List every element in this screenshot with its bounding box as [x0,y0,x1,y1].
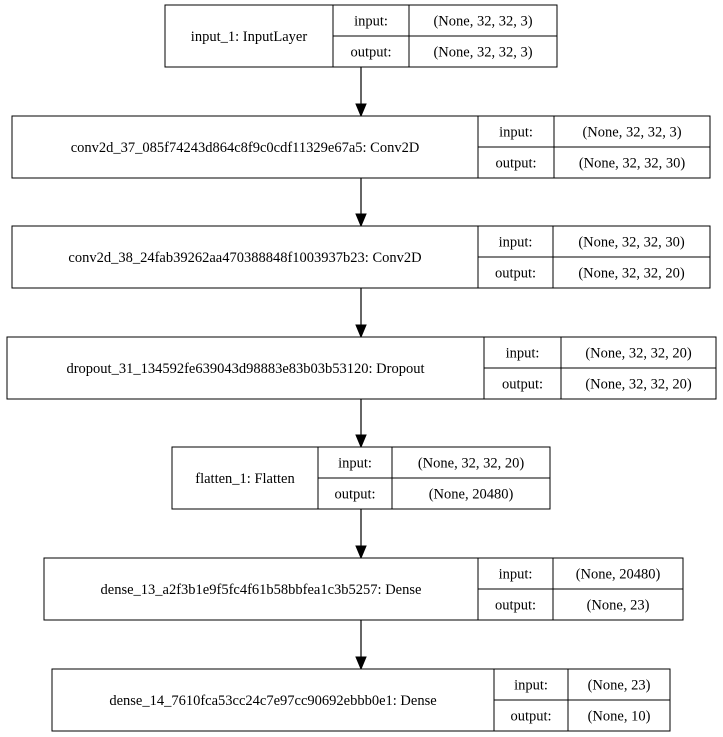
input-label: input: [506,346,540,362]
layer-node-dense_13: dense_13_a2f3b1e9f5fc4f61b58bbfea1c3b525… [43,557,684,621]
input-shape: (None, 32, 32, 3) [433,14,532,30]
layer-name: input_1: InputLayer [191,29,308,45]
input-shape: (None, 23) [588,678,651,694]
output-label: output: [502,377,543,393]
output-label: output: [510,709,551,725]
layer-node-dropout_31: dropout_31_134592fe639043d98883e83b03b53… [6,336,717,400]
arrowhead-icon [355,213,367,228]
layer-name: dense_14_7610fca53cc24c7e97cc90692ebbb0e… [109,693,436,709]
input-label: input: [499,235,533,251]
input-shape: (None, 32, 32, 20) [418,456,524,472]
input-shape: (None, 32, 32, 20) [585,346,691,362]
input-label: input: [338,456,372,472]
edge-dropout_31-to-flatten_1 [355,399,367,449]
edge-layer [355,67,367,671]
arrowhead-icon [355,324,367,339]
arrowhead-icon [355,103,367,118]
input-label: input: [499,567,533,583]
output-shape: (None, 32, 32, 30) [579,156,685,172]
input-shape: (None, 32, 32, 30) [578,235,684,251]
input-shape: (None, 20480) [576,567,661,583]
edge-dense_13-to-dense_14 [355,620,367,671]
input-shape: (None, 32, 32, 3) [582,125,681,141]
edge-flatten_1-to-dense_13 [355,509,367,560]
layer-name: conv2d_38_24fab39262aa470388848f1003937b… [68,250,421,266]
arrowhead-icon [355,434,367,449]
layer-node-input_1: input_1: InputLayer input: (None, 32, 32, … [164,4,558,68]
arrowhead-icon [355,545,367,560]
input-label: input: [499,125,533,141]
layer-node-conv2d_38: conv2d_38_24fab39262aa470388848f1003937b… [11,225,711,289]
output-label: output: [350,45,391,61]
output-shape: (None, 32, 32, 3) [433,45,532,61]
input-label: input: [354,14,388,30]
layer-node-flatten_1: flatten_1: Flatten input: (None, 32, 32, 2… [171,446,551,510]
edge-input_1-to-conv2d_37 [355,67,367,118]
layer-name: dropout_31_134592fe639043d98883e83b03b53… [66,361,424,377]
layer-name: dense_13_a2f3b1e9f5fc4f61b58bbfea1c3b525… [101,582,422,598]
output-label: output: [334,487,375,503]
layer-box [6,336,717,400]
arrowhead-icon [355,656,367,671]
node-layer: input_1: InputLayer input: (None, 32, 32, … [6,4,717,732]
layer-name: flatten_1: Flatten [195,471,295,487]
input-label: input: [514,678,548,694]
output-shape: (None, 32, 32, 20) [585,377,691,393]
layer-name: conv2d_37_085f74243d864c8f9c0cdf11329e67… [71,140,420,156]
layer-node-conv2d_37: conv2d_37_085f74243d864c8f9c0cdf11329e67… [11,115,711,179]
output-shape: (None, 20480) [429,487,514,503]
output-label: output: [495,156,536,172]
output-shape: (None, 32, 32, 20) [578,266,684,282]
output-shape: (None, 23) [587,598,650,614]
edge-conv2d_37-to-conv2d_38 [355,178,367,228]
output-shape: (None, 10) [588,709,651,725]
output-label: output: [495,266,536,282]
output-label: output: [495,598,536,614]
layer-node-dense_14: dense_14_7610fca53cc24c7e97cc90692ebbb0e… [51,668,671,732]
edge-conv2d_38-to-dropout_31 [355,288,367,339]
